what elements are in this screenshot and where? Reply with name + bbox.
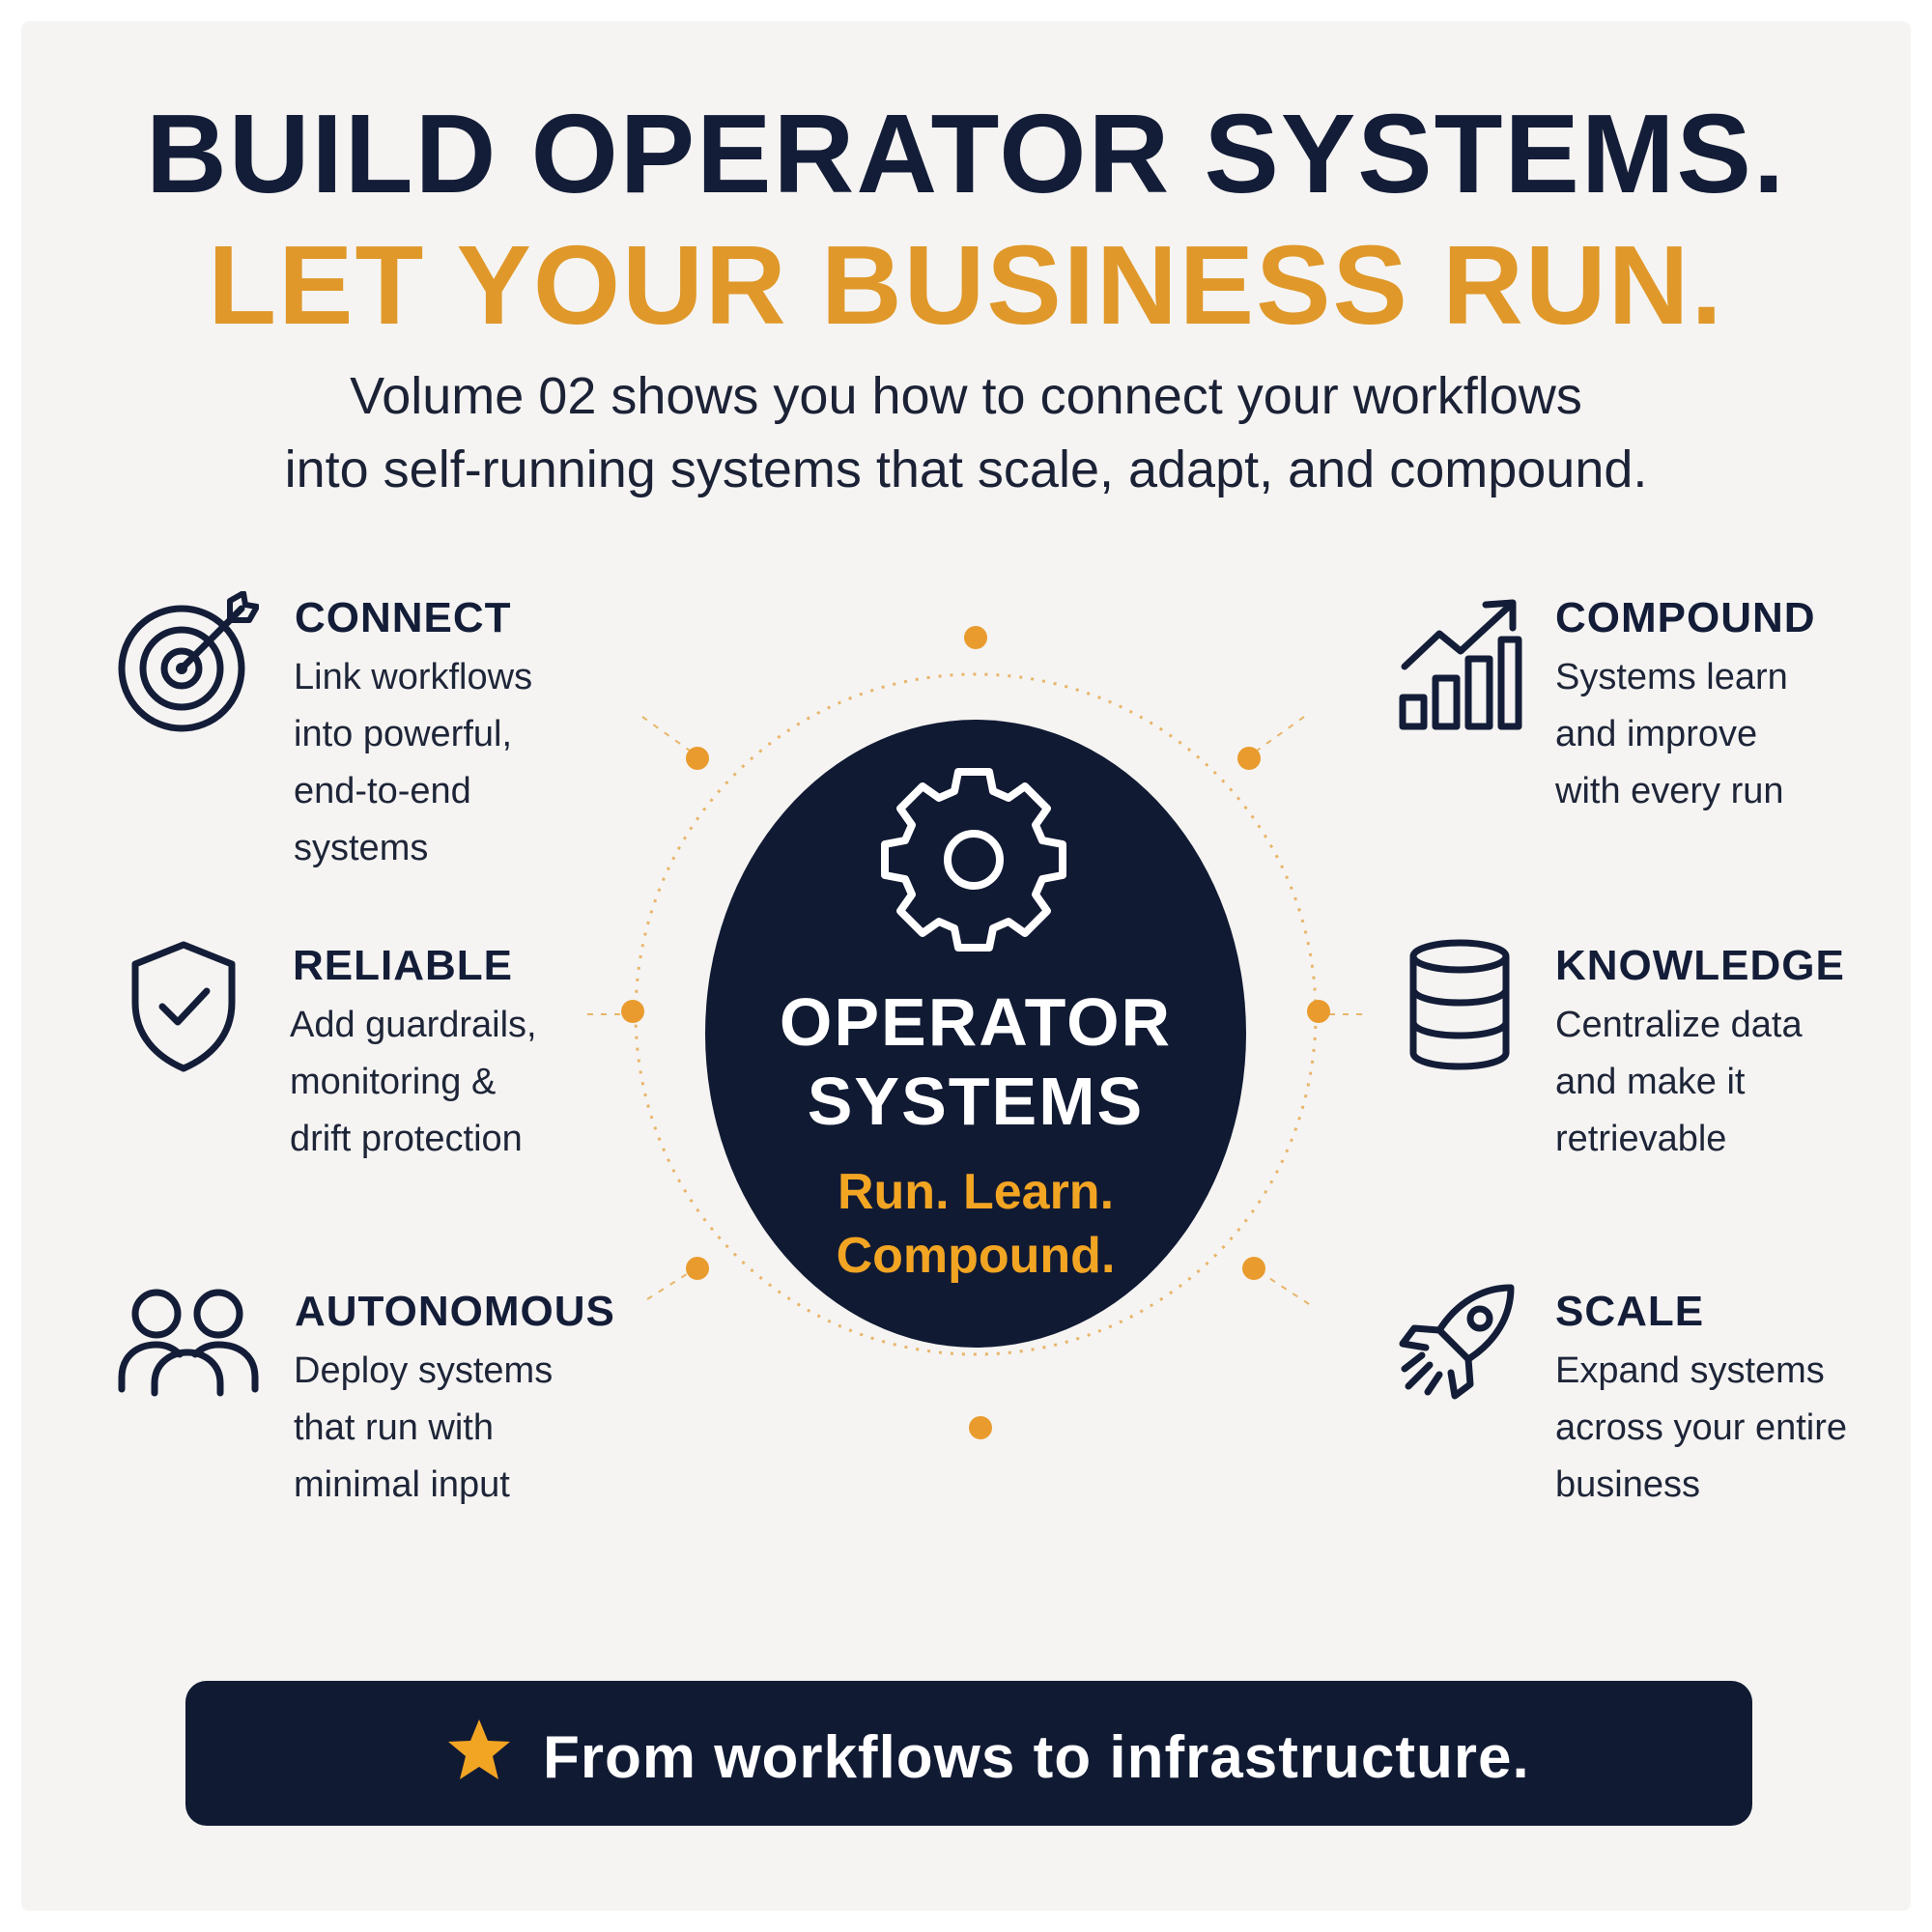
orbit-dot-top bbox=[964, 626, 987, 649]
feature-desc-reliable: Add guardrails, monitoring & drift prote… bbox=[290, 997, 618, 1168]
feature-title-autonomous: AUTONOMOUS bbox=[295, 1288, 615, 1335]
core-title-line-2: SYSTEMS bbox=[807, 1064, 1145, 1139]
desc-line: business bbox=[1555, 1464, 1700, 1505]
desc-line: and make it bbox=[1555, 1062, 1746, 1102]
feature-desc-compound: Systems learn and improve with every run bbox=[1555, 649, 1884, 820]
desc-line: Expand systems bbox=[1555, 1350, 1825, 1391]
feature-desc-scale: Expand systems across your entire busine… bbox=[1555, 1343, 1922, 1514]
star-icon bbox=[448, 1719, 510, 1779]
orbit-dot-lower-right bbox=[1242, 1257, 1265, 1280]
desc-line: drift protection bbox=[290, 1119, 523, 1159]
desc-line: Deploy systems bbox=[294, 1350, 554, 1391]
feature-desc-connect: Link workflows into powerful, end-to-end… bbox=[294, 649, 622, 877]
feature-desc-autonomous: Deploy systems that run with minimal inp… bbox=[294, 1343, 622, 1514]
orbit-dot-lower-left bbox=[686, 1257, 709, 1280]
desc-line: end-to-end bbox=[294, 771, 471, 811]
banner-text: From workflows to infrastructure. bbox=[543, 1724, 1530, 1791]
rocket-icon bbox=[1399, 1284, 1515, 1400]
desc-line: Systems learn bbox=[1555, 657, 1788, 697]
orbit-dots bbox=[621, 626, 1330, 1439]
desc-line: into powerful, bbox=[294, 714, 513, 754]
feature-title-connect: CONNECT bbox=[295, 594, 512, 641]
feature-title-scale: SCALE bbox=[1555, 1288, 1705, 1335]
orbit-dot-upper-left bbox=[686, 747, 709, 770]
users-icon bbox=[118, 1289, 259, 1397]
orbit-dot-bottom bbox=[969, 1416, 992, 1439]
feature-title-compound: COMPOUND bbox=[1555, 594, 1816, 641]
desc-line: systems bbox=[294, 828, 429, 868]
desc-line: that run with bbox=[294, 1407, 494, 1448]
desc-line: across your entire bbox=[1555, 1407, 1848, 1448]
desc-line: with every run bbox=[1555, 771, 1784, 811]
feature-title-knowledge: KNOWLEDGE bbox=[1555, 942, 1845, 989]
desc-line: minimal input bbox=[294, 1464, 510, 1505]
desc-line: retrievable bbox=[1555, 1119, 1727, 1159]
target-icon bbox=[118, 591, 259, 732]
bottom-banner: From workflows to infrastructure. bbox=[185, 1681, 1752, 1826]
feature-title-reliable: RELIABLE bbox=[293, 942, 513, 989]
feature-desc-knowledge: Centralize data and make it retrievable bbox=[1555, 997, 1884, 1168]
headline-line-1: BUILD OPERATOR SYSTEMS. bbox=[145, 91, 1787, 216]
desc-line: monitoring & bbox=[290, 1062, 497, 1102]
shield-check-icon bbox=[131, 941, 236, 1072]
desc-line: Centralize data bbox=[1555, 1005, 1803, 1045]
headline-line-2: LET YOUR BUSINESS RUN. bbox=[208, 222, 1724, 348]
orbit-dot-left bbox=[621, 1000, 644, 1023]
desc-line: and improve bbox=[1555, 714, 1758, 754]
subheadline-line-2: into self-running systems that scale, ad… bbox=[284, 440, 1648, 498]
orbit-dot-upper-right bbox=[1237, 747, 1261, 770]
core-title-line-1: OPERATOR bbox=[779, 984, 1173, 1060]
core-tagline-line-2: Compound. bbox=[836, 1228, 1116, 1284]
desc-line: Add guardrails, bbox=[290, 1005, 537, 1045]
core-circle bbox=[705, 720, 1246, 1348]
subheadline-line-1: Volume 02 shows you how to connect your … bbox=[350, 367, 1582, 425]
core-tagline-line-1: Run. Learn. bbox=[837, 1164, 1115, 1220]
orbit-dot-right bbox=[1307, 1000, 1330, 1023]
desc-line: Link workflows bbox=[294, 657, 533, 697]
gear-icon bbox=[881, 768, 1066, 952]
database-icon bbox=[1409, 939, 1510, 1070]
growth-chart-icon bbox=[1399, 599, 1522, 730]
